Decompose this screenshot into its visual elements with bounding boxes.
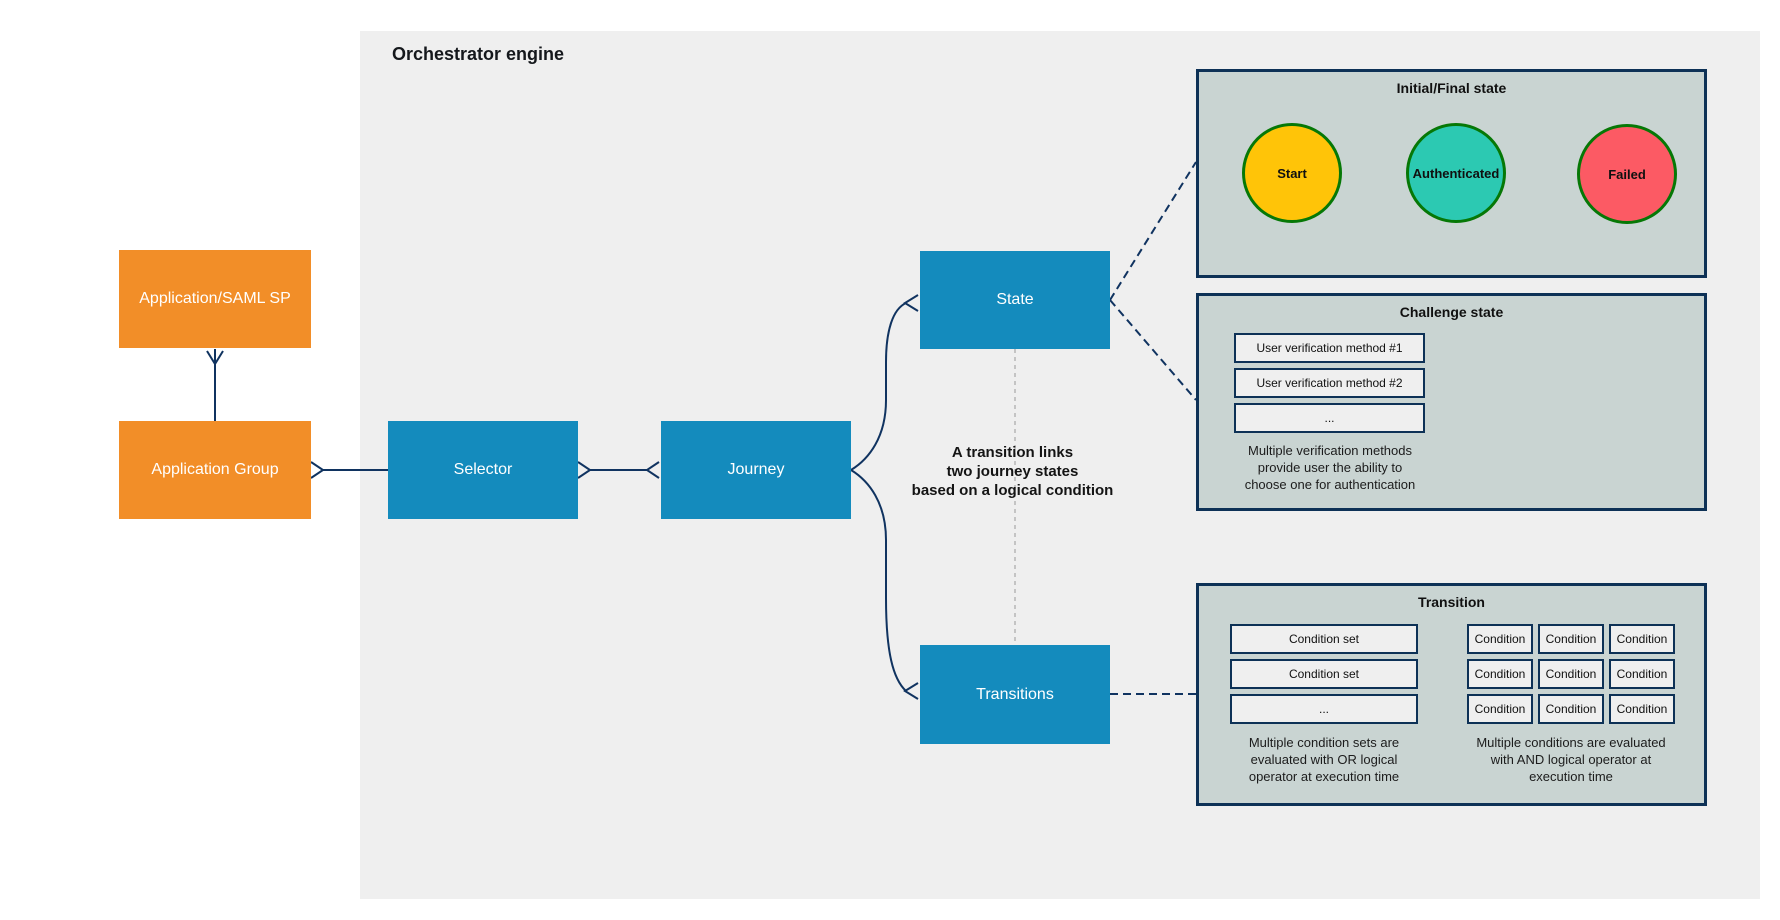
node-application-saml-sp[interactable]: Application/SAML SP xyxy=(119,250,311,348)
state-circle-authenticated-label: Authenticated xyxy=(1412,165,1500,181)
and-evaluation-note: Multiple conditions are evaluated with A… xyxy=(1461,734,1681,785)
node-application-group[interactable]: Application Group xyxy=(119,421,311,519)
node-transitions-label: Transitions xyxy=(976,685,1054,703)
challenge-state-note: Multiple verification methods provide us… xyxy=(1215,442,1445,493)
condition-cell: Condition xyxy=(1467,694,1533,724)
condition-grid: Condition Condition Condition Condition … xyxy=(1467,624,1675,724)
condition-cell: Condition xyxy=(1538,659,1604,689)
orchestrator-engine-title: Orchestrator engine xyxy=(392,44,565,64)
node-state-label: State xyxy=(996,291,1034,308)
verification-method-list: User verification method #1 User verific… xyxy=(1234,333,1425,433)
node-selector[interactable]: Selector xyxy=(388,421,578,519)
state-circle-failed: Failed xyxy=(1577,124,1677,224)
node-journey[interactable]: Journey xyxy=(661,421,851,519)
verification-method-box: User verification method #2 xyxy=(1234,368,1425,398)
condition-cell: Condition xyxy=(1609,624,1675,654)
condition-set-box: ... xyxy=(1230,694,1418,724)
or-note-line: Multiple condition sets are xyxy=(1248,735,1400,750)
and-note-line: execution time xyxy=(1529,769,1613,784)
node-transitions[interactable]: Transitions xyxy=(920,645,1110,744)
verification-method-box: ... xyxy=(1234,403,1425,433)
node-application-saml-sp-label: Application/SAML SP xyxy=(139,290,291,307)
challenge-note-line: provide user the ability to xyxy=(1257,460,1403,475)
condition-cell: Condition xyxy=(1538,694,1604,724)
and-note-line: with AND logical operator at xyxy=(1490,752,1652,767)
node-selector-label: Selector xyxy=(453,461,513,478)
state-circle-start-label: Start xyxy=(1277,165,1307,181)
challenge-note-line: choose one for authentication xyxy=(1244,477,1416,492)
state-circle-failed-label: Failed xyxy=(1608,166,1646,182)
state-circle-start: Start xyxy=(1242,123,1342,223)
condition-set-box: Condition set xyxy=(1230,624,1418,654)
node-state[interactable]: State xyxy=(920,251,1110,349)
condition-cell: Condition xyxy=(1467,659,1533,689)
condition-set-box: Condition set xyxy=(1230,659,1418,689)
transition-panel: Transition Condition set Condition set .… xyxy=(1196,583,1707,806)
transition-title: Transition xyxy=(1418,594,1485,610)
and-note-line: Multiple conditions are evaluated xyxy=(1476,735,1666,750)
condition-cell: Condition xyxy=(1609,659,1675,689)
condition-set-list: Condition set Condition set ... xyxy=(1230,624,1418,724)
challenge-state-panel: Challenge state User verification method… xyxy=(1196,293,1707,511)
condition-cell: Condition xyxy=(1609,694,1675,724)
challenge-note-line: Multiple verification methods xyxy=(1247,443,1413,458)
or-note-line: operator at execution time xyxy=(1248,769,1400,784)
node-journey-label: Journey xyxy=(727,461,785,478)
initial-final-state-panel: Initial/Final state Start Authenticated … xyxy=(1196,69,1707,278)
state-circle-authenticated: Authenticated xyxy=(1406,123,1506,223)
node-application-group-label: Application Group xyxy=(151,461,279,478)
transition-annotation-line: A transition links xyxy=(951,444,1074,461)
verification-method-box: User verification method #1 xyxy=(1234,333,1425,363)
or-evaluation-note: Multiple condition sets are evaluated wi… xyxy=(1214,734,1434,785)
condition-cell: Condition xyxy=(1467,624,1533,654)
or-note-line: evaluated with OR logical xyxy=(1250,752,1398,767)
edge-appsaml-appgroup xyxy=(206,349,224,421)
transition-annotation-line: based on a logical condition xyxy=(911,482,1114,499)
condition-cell: Condition xyxy=(1538,624,1604,654)
transition-annotation: A transition links two journey states ba… xyxy=(840,443,1185,500)
challenge-state-title: Challenge state xyxy=(1399,304,1504,320)
initial-final-state-title: Initial/Final state xyxy=(1396,80,1507,96)
transition-annotation-line: two journey states xyxy=(946,463,1079,480)
